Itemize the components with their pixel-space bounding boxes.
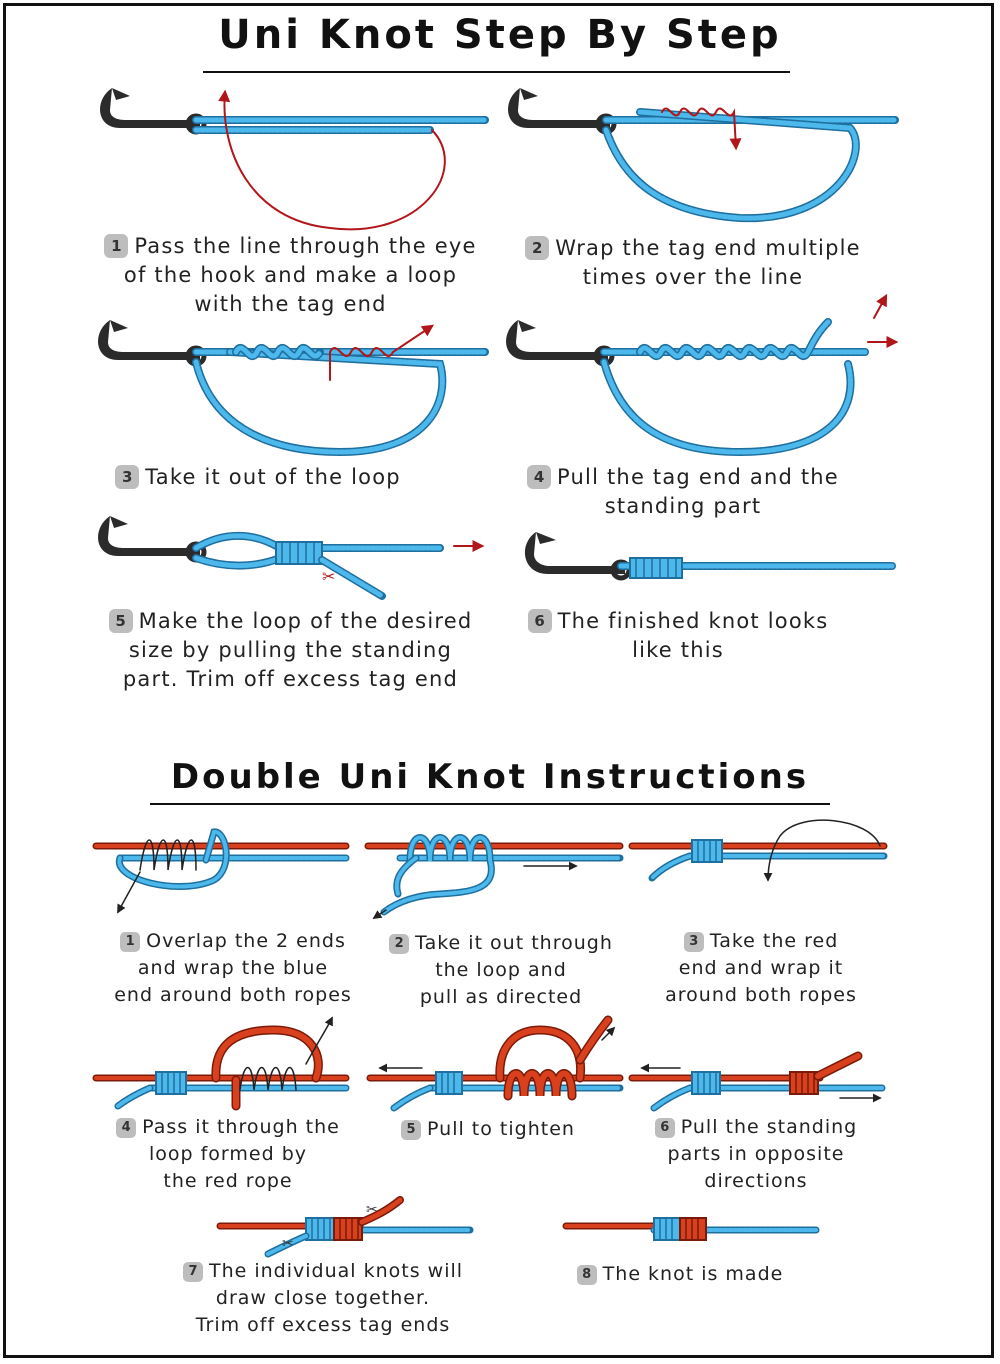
hook-icon	[506, 320, 615, 367]
uni-title: Uni Knot Step By Step	[218, 12, 782, 58]
uni-step-3-illustration	[98, 320, 489, 457]
scissors-icon: ✂	[282, 1236, 294, 1252]
step-number-badge: 1	[104, 234, 129, 258]
scissors-icon: ✂	[322, 567, 335, 586]
step-number-badge: 6	[654, 1118, 675, 1138]
uni-title-underline	[203, 71, 790, 73]
step-number-badge: 2	[525, 236, 550, 260]
step-number-badge: 4	[527, 465, 552, 489]
step-number-badge: 5	[401, 1120, 422, 1140]
page-frame	[3, 3, 994, 1358]
double-title-underline	[150, 803, 830, 805]
step-number-badge: 6	[527, 609, 552, 633]
double-step-2-illustration	[364, 834, 624, 919]
step-number-badge: 1	[120, 932, 141, 952]
step-number-badge: 8	[576, 1265, 597, 1285]
uni-step-2-illustration	[508, 88, 899, 223]
hook-icon	[100, 88, 207, 135]
scissors-icon: ✂	[366, 1202, 378, 1218]
uni-step-4-illustration	[506, 293, 899, 457]
hook-icon	[508, 88, 617, 135]
step-number-badge: 5	[108, 609, 133, 633]
double-step-4-illustration	[92, 1016, 350, 1111]
hook-icon	[524, 532, 632, 581]
uni-step-5-illustration: ✂	[98, 516, 485, 600]
step-number-badge: 4	[116, 1118, 137, 1138]
hook-icon	[98, 516, 207, 563]
double-step-3-illustration	[628, 819, 888, 882]
double-step-7-illustration: ✂ ✂	[216, 1196, 474, 1258]
uni-step-1-illustration	[100, 88, 489, 231]
step-number-badge: 2	[389, 934, 410, 954]
uni-step-6-illustration	[524, 532, 896, 581]
double-step-8-illustration	[562, 1217, 820, 1241]
step-number-badge: 3	[683, 932, 704, 952]
double-title: Double Uni Knot Instructions	[170, 757, 810, 797]
hook-icon	[98, 320, 207, 367]
step-number-badge: 3	[115, 465, 140, 489]
step-number-badge: 7	[182, 1262, 203, 1282]
double-step-6-illustration	[628, 1051, 886, 1112]
double-step-5-illustration	[366, 1015, 624, 1112]
double-step-1-illustration	[92, 828, 350, 914]
